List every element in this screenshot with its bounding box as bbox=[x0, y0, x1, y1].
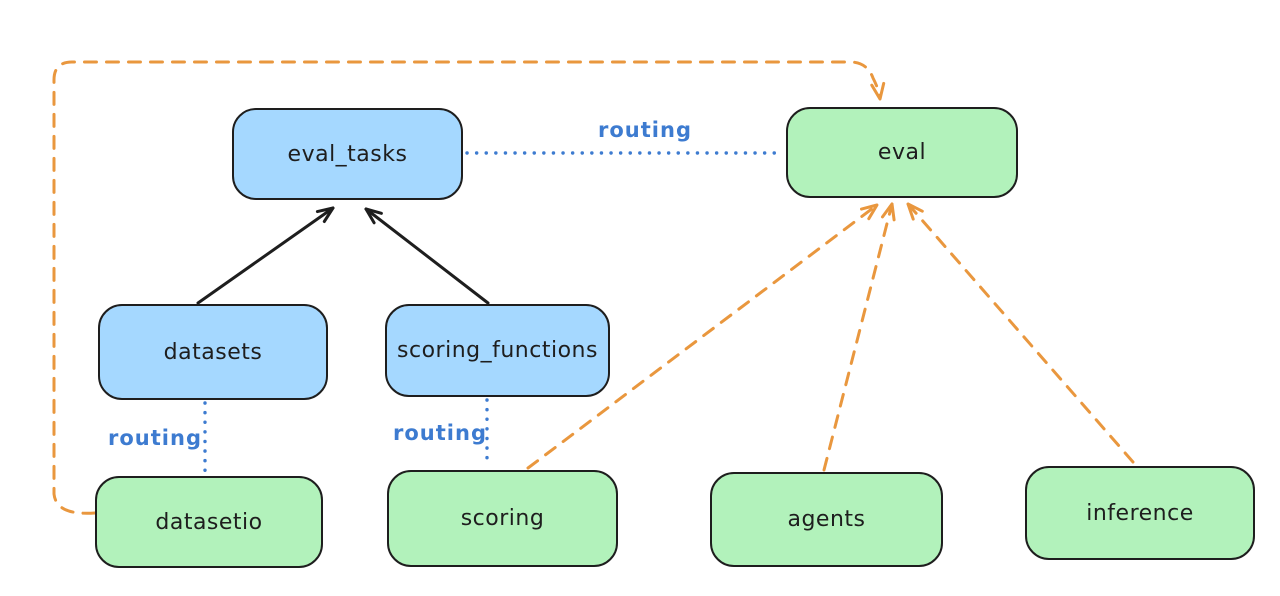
arrowhead-inference-to-eval bbox=[906, 202, 924, 221]
edge-scoring-to-eval bbox=[526, 203, 879, 470]
edge-label-routing-datasets-datasetio: routing bbox=[108, 426, 202, 450]
edge-scoring-functions-to-eval-tasks bbox=[364, 207, 490, 305]
node-eval-tasks: eval_tasks bbox=[232, 108, 463, 200]
node-datasetio-label: datasetio bbox=[155, 509, 263, 535]
node-agents-label: agents bbox=[787, 507, 866, 532]
arrowhead-scoring-functions-to-eval-tasks bbox=[364, 207, 383, 225]
arrowhead-scoring-to-eval bbox=[860, 203, 879, 221]
node-eval-label: eval bbox=[877, 140, 927, 165]
node-inference: inference bbox=[1025, 466, 1255, 560]
node-agents: agents bbox=[710, 472, 943, 567]
edge-label-routing-eval-tasks-eval: routing bbox=[598, 118, 692, 142]
edge-datasets-to-eval-tasks bbox=[196, 206, 335, 305]
node-datasets: datasets bbox=[98, 304, 328, 400]
edge-label-routing-scoring-functions-scoring: routing bbox=[393, 421, 487, 445]
node-eval: eval bbox=[786, 107, 1018, 198]
node-datasetio: datasetio bbox=[95, 476, 323, 568]
edge-agents-to-eval bbox=[822, 202, 894, 472]
node-scoring: scoring bbox=[387, 470, 618, 567]
node-scoring-functions: scoring_functions bbox=[385, 304, 610, 397]
node-inference-label: inference bbox=[1086, 500, 1194, 526]
node-datasets-label: datasets bbox=[163, 339, 263, 365]
node-eval-tasks-label: eval_tasks bbox=[287, 141, 408, 167]
arrowhead-datasets-to-eval-tasks bbox=[315, 206, 335, 223]
node-scoring-label: scoring bbox=[460, 506, 545, 531]
arrowhead-agents-to-eval bbox=[881, 202, 896, 222]
edge-inference-to-eval bbox=[906, 202, 1135, 464]
edge-datasetio-to-eval-loop bbox=[52, 60, 882, 515]
node-scoring-functions-label: scoring_functions bbox=[397, 338, 598, 363]
arrowhead-datasetio-to-eval-loop bbox=[870, 81, 886, 101]
